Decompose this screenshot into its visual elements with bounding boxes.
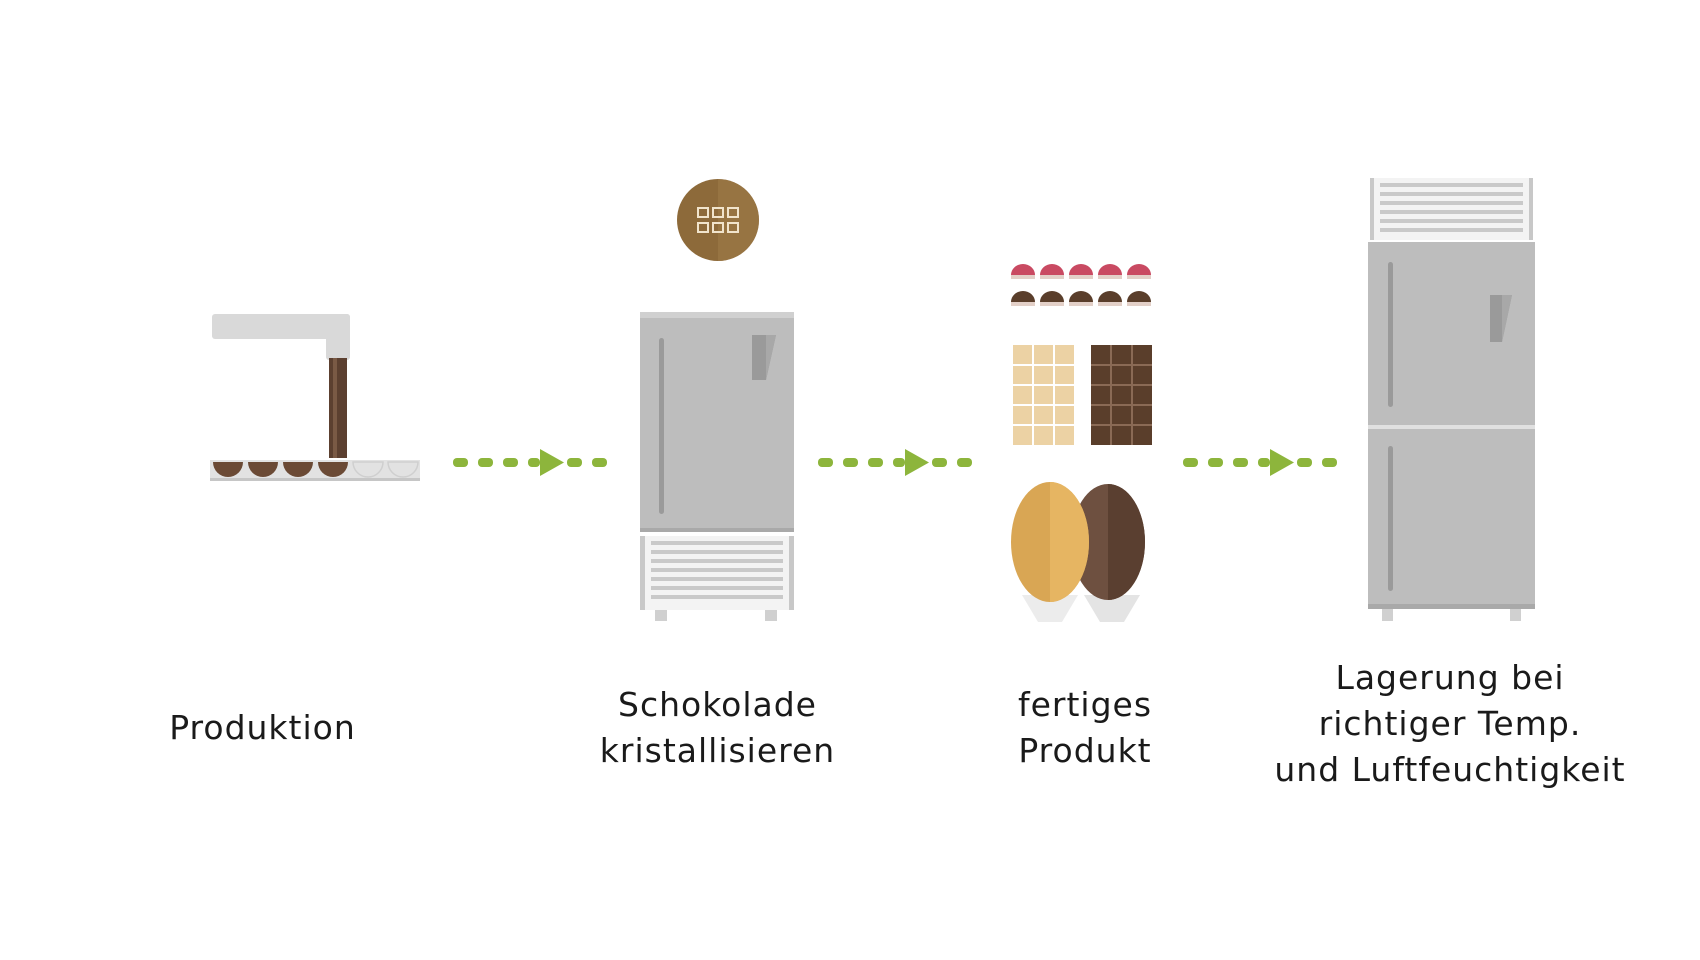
arrow-3 <box>1183 449 1337 476</box>
step-label-kristallisieren: Schokolade kristallisieren <box>599 685 836 770</box>
dark-chocolate-bar <box>1091 345 1152 445</box>
grid-badge-icon <box>677 179 759 261</box>
chocolate-eggs <box>1011 482 1145 622</box>
storage-cabinet-icon <box>1368 178 1535 621</box>
step-label-lagerung: Lagerung bei richtiger Temp. und Luftfeu… <box>1274 658 1626 789</box>
step-label-fertiges-produkt: fertiges Produkt <box>1017 685 1153 770</box>
step-label-produktion: Produktion <box>169 708 356 747</box>
pralines-row <box>1011 264 1151 306</box>
white-chocolate-bar <box>1013 345 1074 445</box>
blast-chiller-icon <box>640 312 794 621</box>
arrow-2 <box>818 449 972 476</box>
depositor-machine-icon <box>210 314 420 481</box>
arrow-1 <box>453 449 607 476</box>
finished-chocolate-products-icon <box>1011 264 1152 622</box>
